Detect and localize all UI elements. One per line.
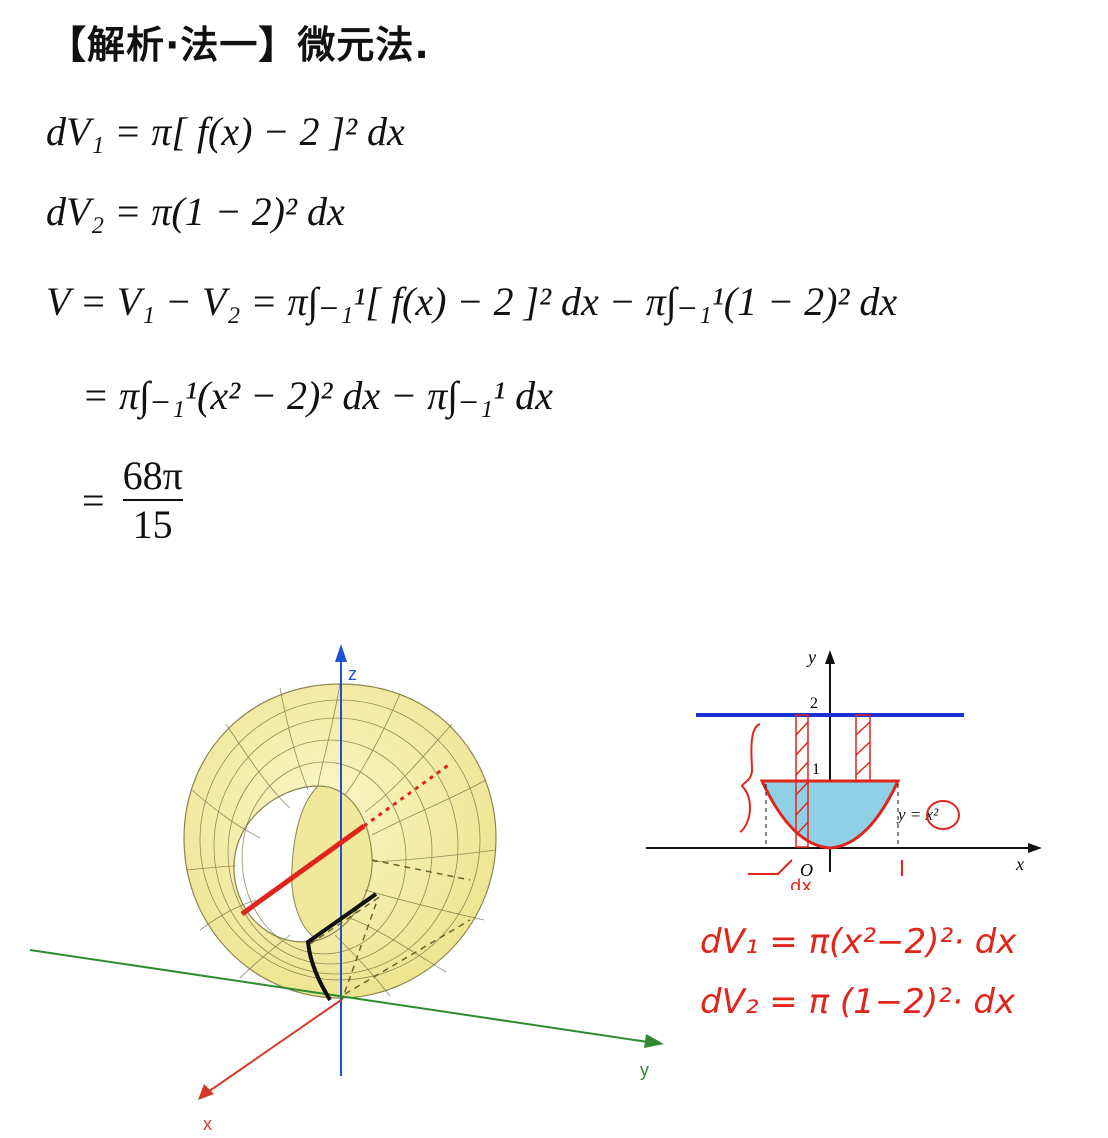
- z-axis-arrow: [335, 644, 347, 662]
- torus-mesh: [185, 683, 497, 997]
- result-denominator: 15: [122, 499, 183, 548]
- z-axis-label: z: [348, 664, 357, 684]
- torus-3d-figure: z y x: [29, 644, 664, 1134]
- graph-2d: y x O 2 1 dx y = x²: [646, 647, 1042, 890]
- x-axis-label: x: [203, 1114, 212, 1134]
- graph-x-arrow: [1028, 843, 1042, 853]
- dx-note: dx: [790, 876, 812, 890]
- x-axis-line: [207, 999, 342, 1093]
- x-axis-arrow: [198, 1084, 214, 1100]
- region-under-y1: [759, 779, 901, 850]
- result-equals: =: [82, 477, 105, 523]
- graph-origin-label: O: [800, 860, 813, 880]
- graph-x-label: x: [1015, 854, 1024, 874]
- y-axis-label: y: [640, 1060, 649, 1080]
- handwritten-dv2: dV₂ = π (1−2)²· dx: [700, 982, 1016, 1022]
- curve-label: y = x²: [896, 805, 939, 824]
- result-numerator: 68π: [122, 453, 183, 498]
- torus-hole-wall: [291, 785, 373, 941]
- solution-heading: 【解析·法一】微元法.: [48, 23, 430, 67]
- handwritten-dv1: dV₁ = π(x²−2)²· dx: [700, 922, 1017, 962]
- dashed-guides: [309, 859, 471, 1001]
- graph-tick-2: 2: [810, 695, 818, 712]
- red-axis-rod: [240, 823, 366, 917]
- graph-dashed-lines: [765, 784, 899, 848]
- cross-section-curve: [305, 892, 378, 1002]
- equation-volume: V = V₁ − V₂ = π∫₋₁¹[ f(x) − 2 ]² dx − π∫…: [46, 279, 898, 324]
- dx-arrow: [748, 859, 793, 875]
- curve-label-circle: [926, 800, 960, 830]
- equation-dv2: dV₂ = π(1 − 2)² dx: [46, 189, 345, 234]
- equation-step2: = π∫₋₁¹(x² − 2)² dx − π∫₋₁¹ dx: [82, 373, 553, 418]
- graph-y-arrow: [825, 650, 835, 664]
- brace-annotation: [739, 723, 761, 833]
- y-axis-arrow: [644, 1034, 664, 1048]
- equation-dv1: dV₁ = π[ f(x) − 2 ]² dx: [46, 109, 405, 154]
- hatched-strips: [795, 714, 871, 848]
- graph-tick-1: 1: [812, 761, 820, 778]
- y-axis-line: [29, 949, 649, 1043]
- graph-y-label: y: [806, 647, 816, 667]
- equation-result: = 68π 15: [82, 452, 189, 548]
